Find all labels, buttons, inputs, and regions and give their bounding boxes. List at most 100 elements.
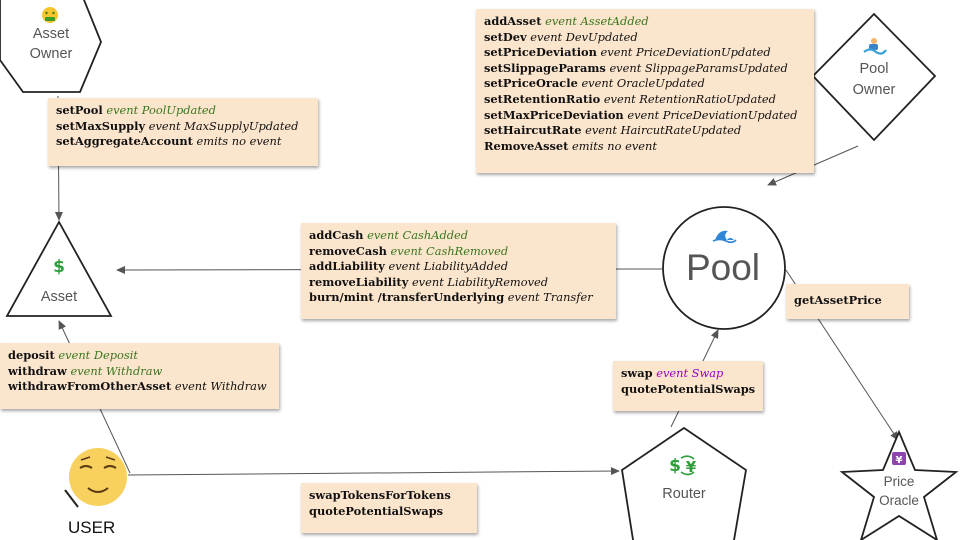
- method-name: setSlippageParams: [484, 60, 606, 75]
- router-node: $ ¥ Router: [621, 426, 747, 540]
- method-name: swapTokensForTokens: [309, 488, 451, 502]
- method-event: event SlippageParamsUpdated: [609, 60, 788, 75]
- method-entry: burn/mint /transferUnderlying event Tran…: [309, 290, 608, 306]
- method-entry: swap event Swap: [621, 366, 755, 382]
- method-name: setPriceOracle: [484, 76, 578, 91]
- method-name: swap: [621, 366, 653, 380]
- pool-label: Pool: [686, 247, 760, 288]
- router-label: Router: [662, 486, 706, 502]
- method-event: event LiabilityRemoved: [411, 274, 549, 289]
- method-event: emits no event: [196, 134, 282, 149]
- method-name: removeCash: [309, 243, 387, 258]
- method-entry: setMaxPriceDeviation event PriceDeviatio…: [484, 108, 806, 124]
- method-entry: setMaxSupply event MaxSupplyUpdated: [56, 119, 310, 135]
- method-event: event PriceDeviationUpdated: [627, 107, 798, 122]
- water-wave-icon: [712, 230, 737, 244]
- method-entry: setPool event PoolUpdated: [56, 103, 310, 119]
- method-event: event OracleUpdated: [581, 76, 705, 91]
- method-name: setDev: [484, 29, 527, 44]
- method-entry: setSlippageParams event SlippageParamsUp…: [484, 61, 806, 77]
- method-event: event AssetAdded: [545, 14, 649, 28]
- method-entry: withdrawFromOtherAsset event Withdraw: [8, 379, 271, 395]
- method-entry: removeLiability event LiabilityRemoved: [309, 275, 608, 291]
- method-name: setHaircutRate: [484, 123, 582, 138]
- method-event: event DevUpdated: [530, 29, 638, 44]
- method-name: deposit: [8, 348, 55, 362]
- method-entry: getAssetPrice: [794, 293, 901, 309]
- method-event: emits no event: [572, 138, 657, 153]
- method-name: setPriceDeviation: [484, 45, 597, 60]
- method-name: setRetentionRatio: [484, 91, 601, 106]
- asset-node: $ Asset: [5, 220, 113, 317]
- pool-node: Pool: [662, 206, 786, 330]
- method-event: event PriceDeviationUpdated: [600, 45, 771, 60]
- relieved-face-icon: [69, 448, 127, 506]
- method-event: event Withdraw: [174, 379, 267, 394]
- method-event: event PoolUpdated: [106, 103, 216, 117]
- method-entry: withdraw event Withdraw: [8, 364, 271, 380]
- method-event: event Deposit: [58, 348, 138, 362]
- price-oracle-label-line1: Price: [884, 474, 915, 489]
- connector-user-to-router: [127, 467, 620, 476]
- method-entry: setPriceOracle event OracleUpdated: [484, 76, 806, 92]
- method-name: setAggregateAccount: [56, 134, 193, 149]
- method-entry: swapTokensForTokens: [309, 488, 469, 504]
- method-entry: deposit event Deposit: [8, 348, 271, 364]
- method-entry: addLiability event LiabilityAdded: [309, 259, 608, 275]
- money-mouth-face-icon: [42, 7, 58, 23]
- svg-text:$: $: [669, 456, 681, 476]
- person-surfing-icon: [863, 38, 887, 55]
- method-entry: removeCash event CashRemoved: [309, 244, 608, 260]
- method-name: setMaxSupply: [56, 118, 146, 133]
- method-name: RemoveAsset: [484, 138, 569, 153]
- method-entry: quotePotentialSwaps: [309, 504, 469, 520]
- method-entry: setRetentionRatio event RetentionRatioUp…: [484, 92, 806, 108]
- method-name: quotePotentialSwaps: [621, 381, 756, 396]
- method-name: quotePotentialSwaps: [309, 503, 444, 518]
- method-entry: setAggregateAccount emits no event: [56, 134, 310, 150]
- method-event: event CashRemoved: [390, 243, 509, 258]
- method-name: withdrawFromOtherAsset: [8, 379, 172, 394]
- method-event: event LiabilityAdded: [388, 259, 509, 274]
- asset-label: Asset: [41, 289, 77, 305]
- method-entry: setDev event DevUpdated: [484, 30, 806, 46]
- method-name: addCash: [309, 228, 364, 242]
- method-event: event CashAdded: [367, 228, 469, 242]
- asset-owner-label-line2: Owner: [30, 46, 73, 62]
- connector-user-stub: [64, 489, 79, 508]
- method-name: addAsset: [484, 14, 542, 28]
- method-entry: setHaircutRate event HaircutRateUpdated: [484, 123, 806, 139]
- method-entry: quotePotentialSwaps: [621, 382, 755, 398]
- user-label: USER: [68, 518, 116, 537]
- method-name: setPool: [56, 103, 103, 117]
- price-oracle-node: ¥ Price Oracle: [839, 429, 959, 540]
- method-name: removeLiability: [309, 274, 409, 289]
- currency-exchange-icon: $ ¥: [669, 455, 697, 476]
- method-name: addLiability: [309, 259, 385, 274]
- method-event: event RetentionRatioUpdated: [603, 91, 776, 106]
- method-entry: addAsset event AssetAdded: [484, 14, 806, 30]
- method-entry: setPriceDeviation event PriceDeviationUp…: [484, 45, 806, 61]
- method-event: event Swap: [656, 366, 724, 380]
- pool-owner-label-line2: Owner: [853, 82, 896, 98]
- pool-owner-node: Pool Owner: [811, 12, 937, 142]
- yen-banknote-icon: ¥: [892, 452, 906, 466]
- method-entry: addCash event CashAdded: [309, 228, 608, 244]
- svg-text:¥: ¥: [896, 455, 903, 466]
- method-event: event HaircutRateUpdated: [585, 123, 742, 138]
- method-name: setMaxPriceDeviation: [484, 107, 624, 122]
- pool-owner-label-line1: Pool: [859, 61, 888, 77]
- oracle-methods-box: getAssetPrice: [786, 284, 909, 319]
- asset-owner-label-line1: Asset: [33, 26, 69, 42]
- asset-owner-node: Asset Owner: [0, 0, 102, 93]
- method-name: withdraw: [8, 363, 67, 378]
- method-name: getAssetPrice: [794, 293, 882, 307]
- dollar-sign-icon: $: [53, 257, 65, 277]
